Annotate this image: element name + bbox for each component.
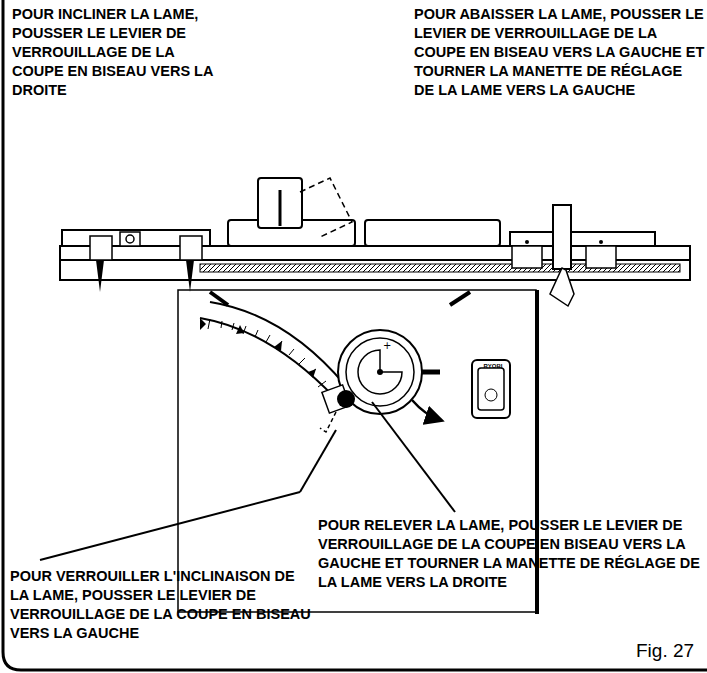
figure-caption: Fig. 27 bbox=[636, 640, 694, 662]
callout-text: POUR ABAISSER LA LAME, POUSSER LE LEVIER… bbox=[414, 5, 706, 100]
callout-text: POUR INCLINER LA LAME, POUSSER LE LEVIER… bbox=[12, 5, 227, 100]
callout-text: POUR RELEVER LA LAME, POUSSER LE LEVIER … bbox=[318, 516, 707, 592]
svg-text:+: + bbox=[383, 340, 391, 351]
brand-label: RYOBI bbox=[478, 363, 508, 369]
callout-text: POUR VERROUILLER L'INCLINAISON DE LA LAM… bbox=[10, 567, 315, 643]
